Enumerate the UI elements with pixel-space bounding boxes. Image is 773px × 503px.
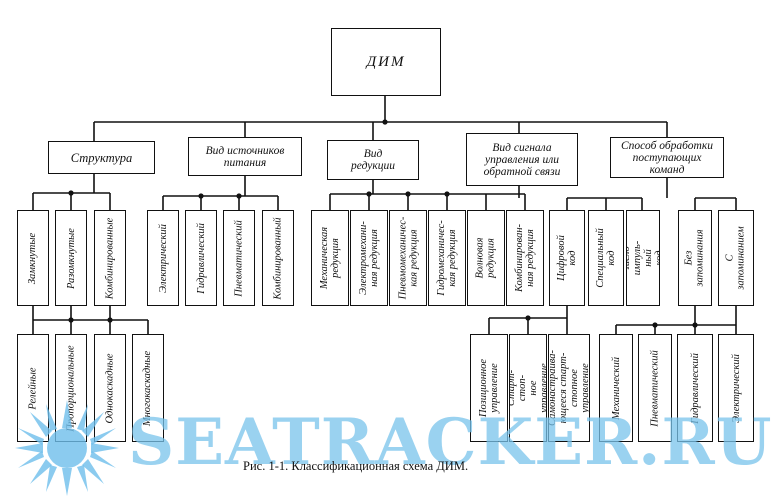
processing-sub-mechanical: Механический: [599, 334, 633, 442]
reduction-item-wave: Волновая редукция: [467, 210, 505, 306]
reduction-item-mechanical: Механическая редукция: [311, 210, 349, 306]
power-item-label: Электрический: [157, 223, 169, 293]
signal-item-special-code: Специальный код: [588, 210, 624, 306]
structure-item-label: Разомкнутые: [65, 227, 77, 289]
structure-item-open: Разомкнутые: [55, 210, 87, 306]
processing-sub-electric: Электрический: [718, 334, 754, 442]
category-label: Структура: [70, 150, 133, 165]
watermark-sun-icon: [15, 400, 119, 496]
category-label: Способ обработки поступающих команд: [621, 139, 713, 176]
reduction-item-combined: Комбинирован- ная редукция: [506, 210, 544, 306]
reduction-item-label: Волновая редукция: [475, 237, 497, 279]
signal-item-digital-code: Цифровой код: [549, 210, 585, 306]
root-box: ДИМ: [331, 28, 441, 96]
structure-sub-multi-stage: Многокаскадные: [132, 334, 164, 442]
watermark-text: SEATRACKER.RU: [128, 405, 773, 480]
power-item-combined: Комбинированный: [262, 210, 294, 306]
root-label: ДИМ: [366, 53, 406, 70]
structure-sub-single-stage: Однокаскадные: [94, 334, 126, 442]
reduction-item-electromechanical: Электромехани- ная редукция: [350, 210, 388, 306]
signal-sub-positional-control: Позиционное управление: [470, 334, 508, 442]
category-power-source: Вид источников питания: [188, 137, 302, 176]
reduction-item-pneumomechanical: Пневмомеханичес- кая редукция: [389, 210, 427, 306]
power-item-label: Гидравлический: [195, 222, 207, 294]
category-label: Вид сигнала управления или обратной связ…: [483, 141, 561, 178]
structure-item-closed: Замкнутые: [17, 210, 49, 306]
signal-sub-start-stop-control: Старт-стоп- ное управление: [509, 334, 547, 442]
category-label: Вид редукции: [351, 148, 395, 172]
signal-item-label: Цифровой код: [556, 235, 578, 281]
reduction-item-label: Механическая редукция: [319, 226, 342, 290]
category-label: Вид источников питания: [205, 144, 285, 169]
category-signal: Вид сигнала управления или обратной связ…: [466, 133, 578, 186]
signal-item-label: Число-импуль- ный код: [626, 240, 660, 276]
structure-item-label: Комбинированные: [104, 217, 116, 299]
power-item-label: Пневматический: [233, 219, 245, 297]
category-processing: Способ обработки поступающих команд: [610, 137, 724, 178]
signal-item-label: Специальный код: [595, 228, 617, 288]
reduction-item-label: Электромехани- ная редукция: [358, 221, 380, 295]
processing-item-label: С запоминанием: [725, 226, 747, 290]
processing-sub-hydraulic: Гидравлический: [677, 334, 713, 442]
power-item-electric: Электрический: [147, 210, 179, 306]
signal-sub-self-tuning-control: Самонастраива- ющееся старт- стопное упр…: [548, 334, 590, 442]
processing-item-without-memory: Без запоминания: [678, 210, 712, 306]
reduction-item-label: Пневмомеханичес- кая редукция: [397, 216, 420, 300]
processing-item-label: Без запоминания: [684, 229, 707, 287]
processing-sub-pneumatic: Пневматический: [638, 334, 672, 442]
power-item-hydraulic: Гидравлический: [185, 210, 217, 306]
power-item-pneumatic: Пневматический: [223, 210, 255, 306]
category-structure: Структура: [48, 141, 155, 174]
power-item-label: Комбинированный: [272, 216, 284, 300]
processing-item-with-memory: С запоминанием: [718, 210, 754, 306]
category-reduction: Вид редукции: [327, 140, 419, 180]
reduction-item-label: Гидромеханичес- кая редукция: [436, 220, 459, 296]
figure-caption: Рис. 1-1. Классификационная схема ДИМ.: [243, 459, 469, 473]
signal-item-pulse-number-code: Число-импуль- ный код: [626, 210, 660, 306]
reduction-item-hydromechanical: Гидромеханичес- кая редукция: [428, 210, 466, 306]
structure-item-combined: Комбинированные: [94, 210, 126, 306]
structure-item-label: Замкнутые: [27, 232, 39, 284]
reduction-item-label: Комбинирован- ная редукция: [514, 223, 536, 293]
